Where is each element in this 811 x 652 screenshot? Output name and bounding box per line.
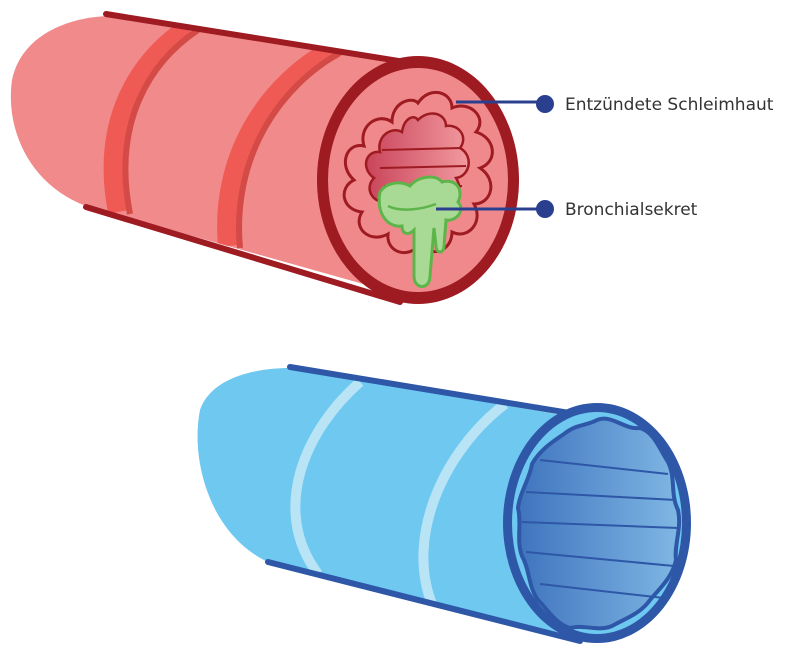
- healthy-bronchus: [198, 367, 691, 643]
- label-inflamed-mucosa: Entzündete Schleimhaut: [456, 95, 774, 115]
- inflamed-bronchus: [11, 14, 519, 304]
- leader-dot-secretion: [536, 200, 554, 218]
- label-text-mucosa: Entzündete Schleimhaut: [565, 95, 774, 115]
- label-text-secretion: Bronchialsekret: [565, 200, 698, 220]
- leader-dot-mucosa: [536, 95, 554, 113]
